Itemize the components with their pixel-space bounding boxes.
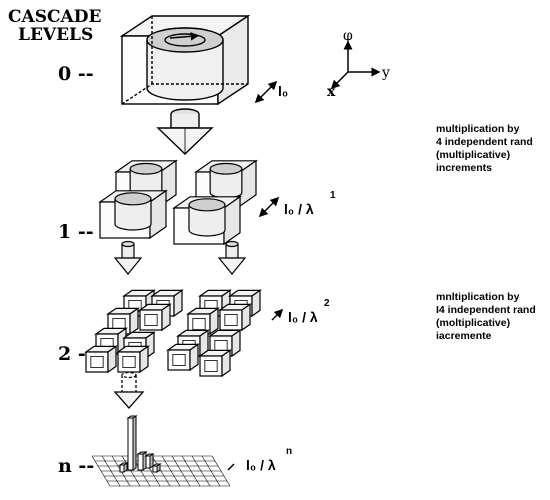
down-arrow-big xyxy=(156,108,214,155)
level-1-cubes xyxy=(98,159,258,246)
note-second-line: mnltiplication by xyxy=(436,291,520,303)
phi-axis-label: φ xyxy=(343,28,353,44)
level-2-cube xyxy=(84,345,118,374)
grid-line xyxy=(161,455,181,487)
note-first-line: increments xyxy=(436,162,492,174)
scale-arrow-0 xyxy=(254,80,278,104)
scale-label-2: l₀ / λ xyxy=(288,309,318,325)
note-first-line: 4 independent rand xyxy=(436,136,533,148)
down-arrows-level-1 xyxy=(113,240,247,275)
note-second: mnltiplication by I4 independent rand (m… xyxy=(436,291,536,342)
header-line-1: CASCADE xyxy=(8,7,101,27)
note-second-line: iacremente xyxy=(436,330,492,342)
level-1-cube xyxy=(98,189,168,240)
coordinate-axes: φ y x xyxy=(327,28,390,100)
level-2-label: 2 -- xyxy=(58,343,94,365)
grid-spike xyxy=(151,463,162,473)
grid-line xyxy=(201,455,221,487)
grid-spike xyxy=(118,462,129,473)
scale-exponent-1: 1 xyxy=(330,190,336,201)
grid-line xyxy=(171,455,191,487)
grid-line xyxy=(191,455,211,487)
note-first-line: (multiplicative) xyxy=(436,149,510,161)
grid-spike xyxy=(144,453,155,469)
grid-line xyxy=(101,455,121,487)
grid-spike xyxy=(136,451,148,471)
scale-exponent-n: n xyxy=(286,446,292,457)
note-second-line: (moltiplicative) xyxy=(436,317,510,329)
level-1-label: 1 -- xyxy=(58,221,94,243)
x-axis xyxy=(330,71,349,90)
scale-arrow-n xyxy=(227,463,235,471)
scale-arrow-2 xyxy=(271,308,284,321)
down-arrow-dashed xyxy=(113,371,145,409)
grid-spike xyxy=(126,415,138,471)
scale-label-n: l₀ / λ xyxy=(246,457,276,473)
scale-label-0: l₀ xyxy=(278,83,288,99)
level-2-cube xyxy=(218,303,252,332)
level-0-label: 0 -- xyxy=(58,63,94,85)
level-n-grid xyxy=(91,415,231,487)
scale-arrow-1 xyxy=(258,196,280,218)
level-0-cube xyxy=(119,14,251,106)
level-2-cube xyxy=(138,303,172,332)
grid-line xyxy=(211,455,231,487)
grid-line xyxy=(121,455,141,487)
header-line-2: LEVELS xyxy=(18,25,93,45)
level-2-cubes xyxy=(84,289,262,378)
y-axis-label: y xyxy=(381,65,390,81)
scale-label-1: l₀ / λ xyxy=(284,201,314,217)
level-2-cube xyxy=(198,349,232,378)
level-2-cube xyxy=(166,343,200,372)
note-first-line: multiplication by xyxy=(436,123,520,135)
down-arrow-small xyxy=(217,240,247,275)
grid-line xyxy=(181,455,201,487)
down-arrow-small xyxy=(113,240,143,275)
level-2-cube xyxy=(186,307,220,336)
note-second-line: I4 independent rand xyxy=(436,304,536,316)
level-1-cube xyxy=(172,195,242,246)
level-n-label: n -- xyxy=(58,455,94,477)
note-first: multiplication by 4 independent rand (mu… xyxy=(436,123,533,174)
x-axis-label: x xyxy=(327,84,336,100)
level-2-cube xyxy=(116,345,150,374)
grid-line xyxy=(151,455,171,487)
grid-line xyxy=(91,455,111,487)
scale-exponent-2: 2 xyxy=(324,298,330,309)
